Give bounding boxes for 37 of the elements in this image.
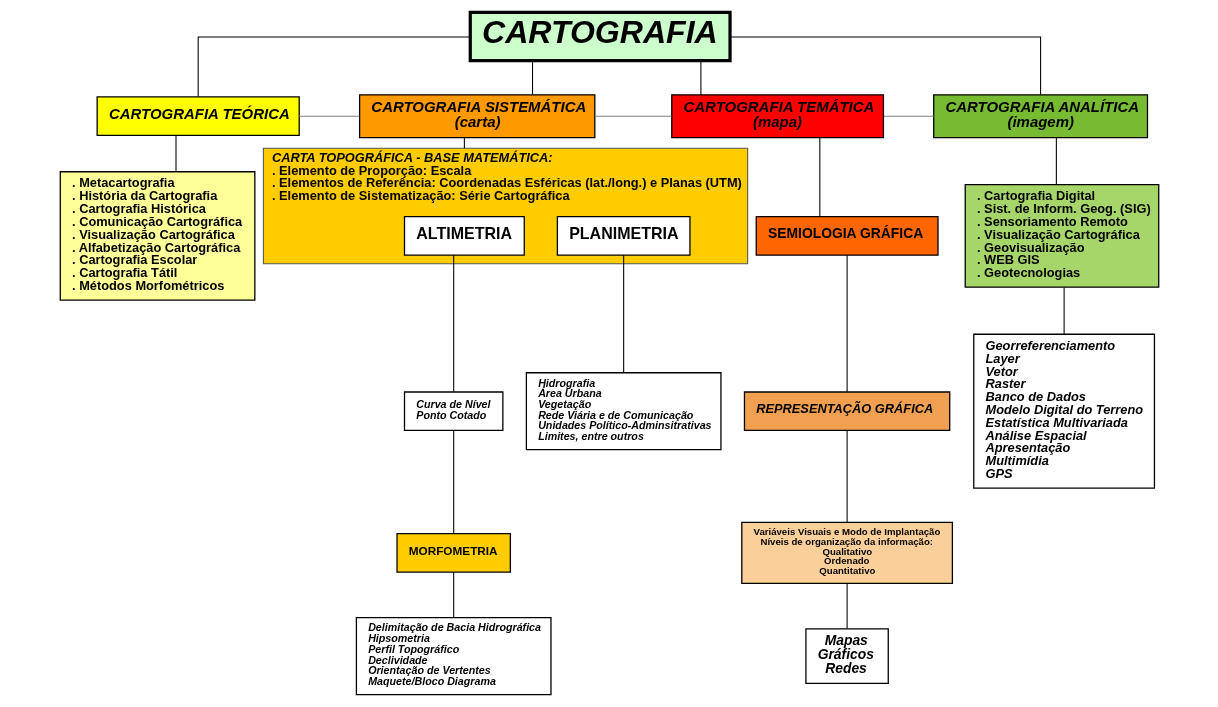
- node-box: CARTOGRAFIA: [468, 10, 732, 63]
- connector: [699, 60, 701, 96]
- node-box: REPRESENTAÇÃO GRÁFICA: [743, 391, 950, 432]
- connector: [452, 254, 454, 393]
- node-box: ALTIMETRIA: [403, 216, 525, 256]
- node-box: CARTOGRAFIA ANALÍTICA (imagem): [932, 94, 1148, 139]
- connector: [1063, 287, 1065, 335]
- node-box: Hidrografia Área Urbana Vegetação Rede Viária e de Comunicação Unidades Político-Adminsitrativas Limites, entre outros: [525, 372, 722, 451]
- node-box: Variáveis Visuais e Modo de Implantação Níveis de organização da informação: Qualitativo Ordenado Quantitativo: [740, 521, 953, 584]
- node-box: CARTOGRAFIA SISTEMÁTICA (carta): [358, 94, 595, 139]
- node-box: . Cartografia Digital . Sist. de Inform. Geog. (SIG) . Sensoriamento Remoto . Visualização Cartográfica . Geovisualização . WEB GIS . Geotecnologias: [964, 183, 1159, 288]
- node-box: MORFOMETRIA: [395, 533, 511, 573]
- connector: [1055, 137, 1057, 185]
- connector: [197, 36, 471, 98]
- connector: [622, 254, 624, 374]
- node-box: Curva de Nível Ponto Cotado: [403, 391, 503, 432]
- connector: [729, 36, 1041, 96]
- connector: [174, 135, 177, 173]
- node-box: . Metacartografia . História da Cartografia . Cartografia Histórica . Comunicação Cartográfica . Visualização Cartográfica . Alfabetização Cartográfica . Cartografia Escolar . Cartografia Tátil . Métodos Morfométricos: [59, 171, 255, 301]
- connector: [818, 137, 820, 218]
- connector: [846, 583, 848, 629]
- node-box: Georreferenciamento Layer Vetor Raster Banco de Dados Modelo Digital do Terreno Estatística Multivariada Análise Espacial Apresentação Multimídia GPS: [972, 333, 1155, 489]
- connector: [846, 254, 848, 393]
- connector: [531, 60, 533, 96]
- node-box: CARTOGRAFIA TEMÁTICA (mapa): [670, 94, 884, 139]
- connector: [882, 115, 934, 117]
- node-box: Delimitação de Bacia Hidrográfica Hipsometria Perfil Topográfico Declividade Orientação de Vertentes Maquete/Bloco Diagrama: [355, 616, 552, 696]
- connector: [452, 430, 454, 534]
- connector: [452, 571, 454, 619]
- connector: [463, 137, 465, 149]
- node-box: SEMIOLOGIA GRÁFICA: [755, 216, 939, 256]
- node-box: Mapas Gráficos Redes: [804, 628, 889, 684]
- connector: [594, 115, 672, 117]
- node-box: PLANIMETRIA: [556, 216, 691, 256]
- node-box: CARTOGRAFIA TEÓRICA: [96, 96, 300, 137]
- connector: [298, 115, 360, 117]
- connector: [846, 430, 848, 523]
